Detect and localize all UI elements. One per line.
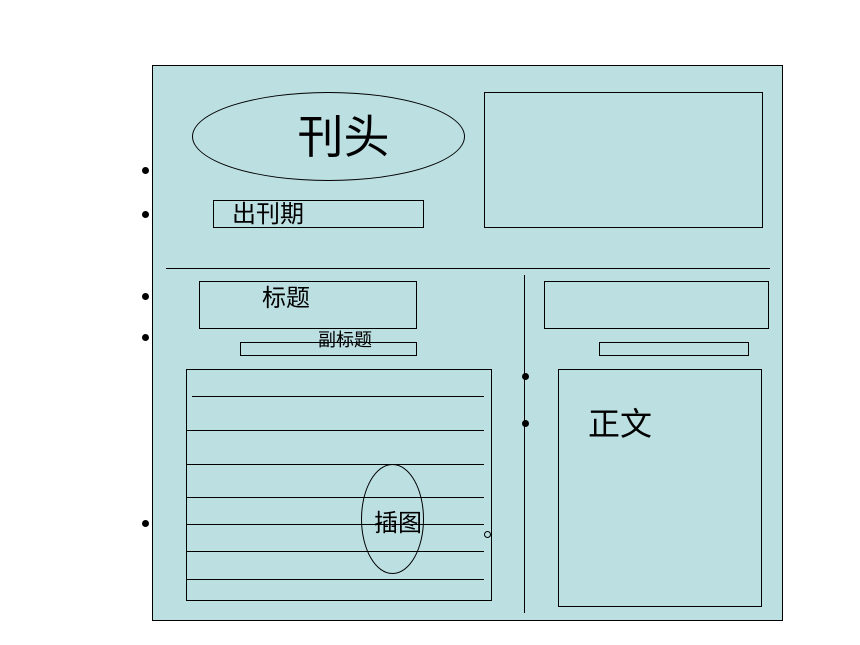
headline-label: 标题 <box>262 284 310 312</box>
top-right-box <box>484 92 763 228</box>
article-box <box>186 369 492 601</box>
body-text-label: 正文 <box>588 405 653 443</box>
bullet-dot <box>522 420 529 427</box>
issue-date-label: 出刊期 <box>232 200 304 228</box>
text-line <box>187 551 484 552</box>
bullet-dot <box>142 211 149 218</box>
illustration-label: 插图 <box>374 509 422 537</box>
small-circle-marker <box>484 531 491 538</box>
text-line <box>187 464 484 465</box>
body-text-box <box>558 369 762 607</box>
issue-date-box <box>213 200 424 228</box>
bullet-dot <box>142 167 149 174</box>
bullet-dot <box>142 520 149 527</box>
text-line <box>192 396 484 397</box>
bullet-dot <box>522 373 529 380</box>
column-divider <box>524 275 525 613</box>
text-line <box>187 497 484 498</box>
subheadline-box <box>240 342 417 356</box>
illustration-ellipse <box>361 464 424 574</box>
text-line <box>187 430 484 431</box>
bullet-dot <box>142 293 149 300</box>
subheadline-label: 副标题 <box>318 330 372 351</box>
right-subheadline-box <box>599 342 749 356</box>
text-line <box>187 524 484 525</box>
headline-box <box>199 281 417 329</box>
text-line <box>187 579 484 580</box>
masthead-ellipse: 刊头 <box>192 92 465 181</box>
section-divider <box>166 268 770 269</box>
right-headline-box <box>544 281 769 329</box>
masthead-label: 刊头 <box>297 109 390 164</box>
bullet-dot <box>142 334 149 341</box>
